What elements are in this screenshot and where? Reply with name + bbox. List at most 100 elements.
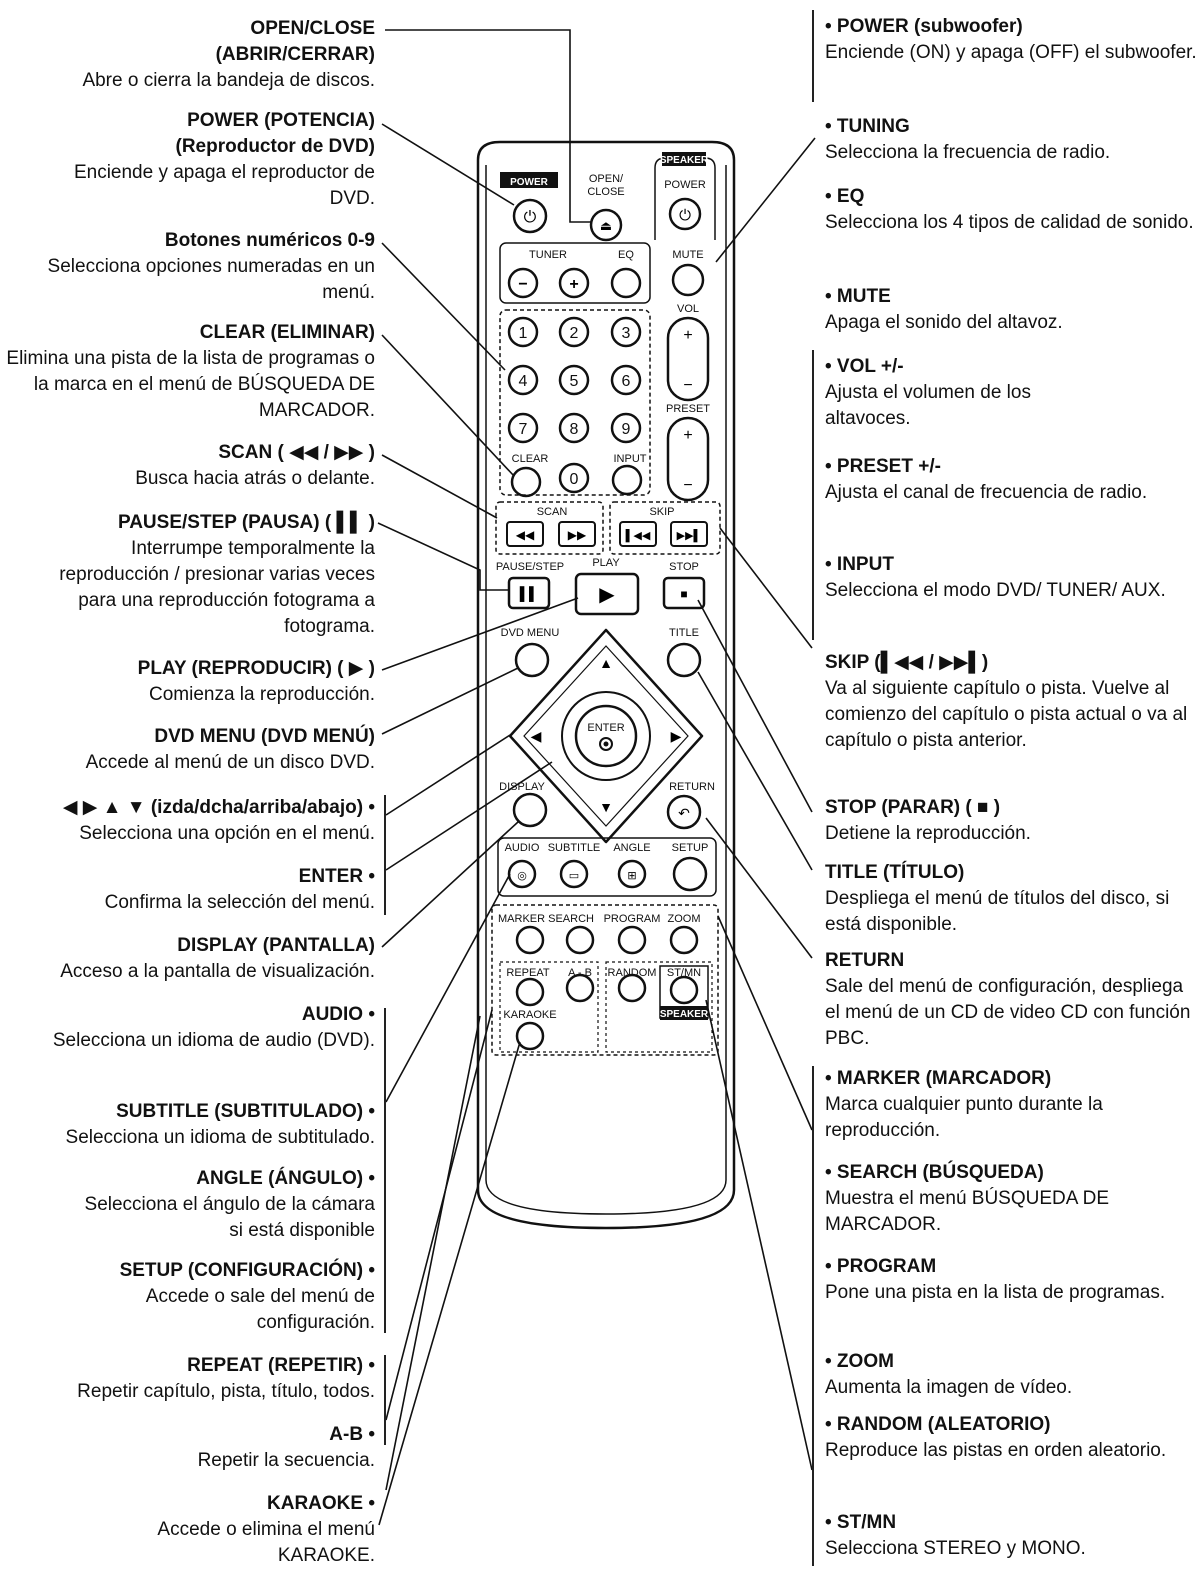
annotation-title: • VOL +/- xyxy=(825,356,904,377)
annotation-title: A-B • xyxy=(329,1424,375,1445)
tuner-plus-button[interactable] xyxy=(558,267,590,299)
play-button[interactable] xyxy=(574,572,640,616)
search-button[interactable] xyxy=(565,925,595,955)
annotation-input: • INPUT Selecciona el modo DVD/ TUNER/ A… xyxy=(825,552,1197,604)
annotation-title: Botones numéricos 0-9 xyxy=(164,230,375,251)
digit-button[interactable] xyxy=(558,412,590,444)
plus-icon: + xyxy=(569,276,578,293)
return-button[interactable] xyxy=(666,794,702,830)
title-button[interactable] xyxy=(666,642,702,678)
angle-button[interactable] xyxy=(617,859,647,889)
skip-back-icon: ▌◀◀ xyxy=(626,528,651,543)
program-button[interactable] xyxy=(617,925,647,955)
stmn-button[interactable] xyxy=(669,975,699,1005)
display-button[interactable] xyxy=(512,792,548,828)
power-button[interactable] xyxy=(512,198,548,234)
annotation-desc: Apaga el sonido del altavoz. xyxy=(825,312,1063,333)
annotation-desc: Elimina una pista de la lista de program… xyxy=(6,348,375,421)
digit-button[interactable] xyxy=(558,462,590,494)
marker-search-label: MARKER SEARCH xyxy=(498,913,594,925)
display-label: DISPLAY xyxy=(499,781,545,793)
digit-button[interactable] xyxy=(610,364,642,396)
annotation-title: TITLE (TÍTULO) xyxy=(825,862,965,883)
angle-icon: ⊞ xyxy=(627,870,636,882)
audio-button[interactable] xyxy=(507,859,537,889)
karaoke-label: KARAOKE xyxy=(503,1009,556,1021)
digit-button[interactable] xyxy=(507,316,539,348)
annotation-title: (Reproductor de DVD) xyxy=(175,136,376,157)
preset-rocker[interactable] xyxy=(666,416,710,502)
annotation-desc: Aumenta la imagen de vídeo. xyxy=(825,1377,1073,1398)
play-label: PLAY xyxy=(592,557,620,569)
annotation-angle: ANGLE (ÁNGULO) • Selecciona el ángulo de… xyxy=(0,1166,375,1244)
digit-button[interactable] xyxy=(558,364,590,396)
input-button[interactable] xyxy=(611,464,643,496)
skip-forward-button[interactable] xyxy=(670,521,708,547)
annotation-enter: ENTER • Confirma la selección del menú. xyxy=(0,864,375,916)
dvd-menu-button[interactable] xyxy=(514,642,550,678)
preset-minus-icon: − xyxy=(683,477,692,494)
annotation-stmn: • ST/MN Selecciona STEREO y MONO. xyxy=(825,1510,1197,1562)
digit-label: 5 xyxy=(570,373,579,390)
clear-button[interactable] xyxy=(510,466,542,498)
annotation-desc: Detiene la reproducción. xyxy=(825,823,1031,844)
scan-forward-button[interactable] xyxy=(558,521,596,547)
random-button[interactable] xyxy=(617,973,647,1003)
scan-back-button[interactable] xyxy=(506,521,544,547)
skip-forward-icon: ▶▶▌ xyxy=(677,528,702,543)
annotation-title: SUBTITLE (SUBTITULADO) • xyxy=(116,1101,375,1122)
tuner-minus-button[interactable] xyxy=(507,267,539,299)
digit-button[interactable] xyxy=(507,364,539,396)
annotation-title: • TUNING xyxy=(825,116,910,137)
open-close-label-1: OPEN/ xyxy=(589,173,624,185)
tuner-label: TUNER xyxy=(529,249,567,261)
digit-button[interactable] xyxy=(507,412,539,444)
dpad[interactable] xyxy=(508,628,704,844)
digit-label: 8 xyxy=(570,421,579,438)
skip-back-button[interactable] xyxy=(619,521,657,547)
repeat-label: REPEAT xyxy=(506,967,549,979)
annotation-title: • RANDOM (ALEATORIO) xyxy=(825,1414,1051,1435)
angle-label: ANGLE xyxy=(613,842,650,854)
eq-button[interactable] xyxy=(610,267,642,299)
mute-label: MUTE xyxy=(672,249,703,261)
annotation-title: • PRESET +/- xyxy=(825,456,941,477)
annotation-title: • MUTE xyxy=(825,286,891,307)
digit-label: 3 xyxy=(622,325,631,342)
annotation-title: SKIP (▌◀◀ / ▶▶▌) xyxy=(825,652,989,673)
return-label: RETURN xyxy=(669,781,715,793)
digit-button[interactable] xyxy=(610,316,642,348)
vol-rocker[interactable] xyxy=(666,316,710,402)
ab-button[interactable] xyxy=(565,973,595,1003)
digit-button[interactable] xyxy=(610,412,642,444)
zoom-button[interactable] xyxy=(669,925,699,955)
enter-button[interactable] xyxy=(574,704,638,768)
open-close-button[interactable] xyxy=(589,208,623,242)
digit-button[interactable] xyxy=(558,316,590,348)
annotation-title: • EQ xyxy=(825,186,865,207)
karaoke-button[interactable] xyxy=(515,1021,545,1051)
eq-label: EQ xyxy=(618,249,634,261)
right-arrow-icon: ▶ xyxy=(671,728,682,744)
setup-button[interactable] xyxy=(672,856,708,892)
marker-button[interactable] xyxy=(515,925,545,955)
separator-bar xyxy=(812,10,814,102)
annotation-desc: Comienza la reproducción. xyxy=(148,684,375,705)
mute-button[interactable] xyxy=(671,263,705,297)
speaker-power-button[interactable] xyxy=(668,197,702,231)
repeat-button[interactable] xyxy=(515,977,545,1007)
annotation-title: CLEAR (ELIMINAR) xyxy=(199,322,375,343)
annotation-desc: Ajusta el volumen de los altavoces. xyxy=(825,382,1031,429)
annotation-zoom: • ZOOM Aumenta la imagen de vídeo. xyxy=(825,1349,1197,1401)
stmn-label: ST/MN xyxy=(667,967,701,979)
stop-button[interactable] xyxy=(662,576,706,610)
digit-label: 0 xyxy=(570,471,579,488)
pause-button[interactable] xyxy=(507,576,551,610)
subtitle-button[interactable] xyxy=(559,859,589,889)
annotation-program: • PROGRAM Pone una pista en la lista de … xyxy=(825,1254,1197,1306)
annotation-repeat: REPEAT (REPETIR) • Repetir capítulo, pis… xyxy=(0,1353,375,1405)
navigation-section: DVD MENU TITLE ENTER ▲ ▼ ◀ ▶ DISPLAY RET… xyxy=(499,627,715,844)
annotation-desc: Accede o elimina el menú KARAOKE. xyxy=(157,1519,375,1566)
top-section: POWER ⏻ OPEN/ CLOSE ⏏ SPEAKER POWER ⏻ xyxy=(500,152,716,242)
